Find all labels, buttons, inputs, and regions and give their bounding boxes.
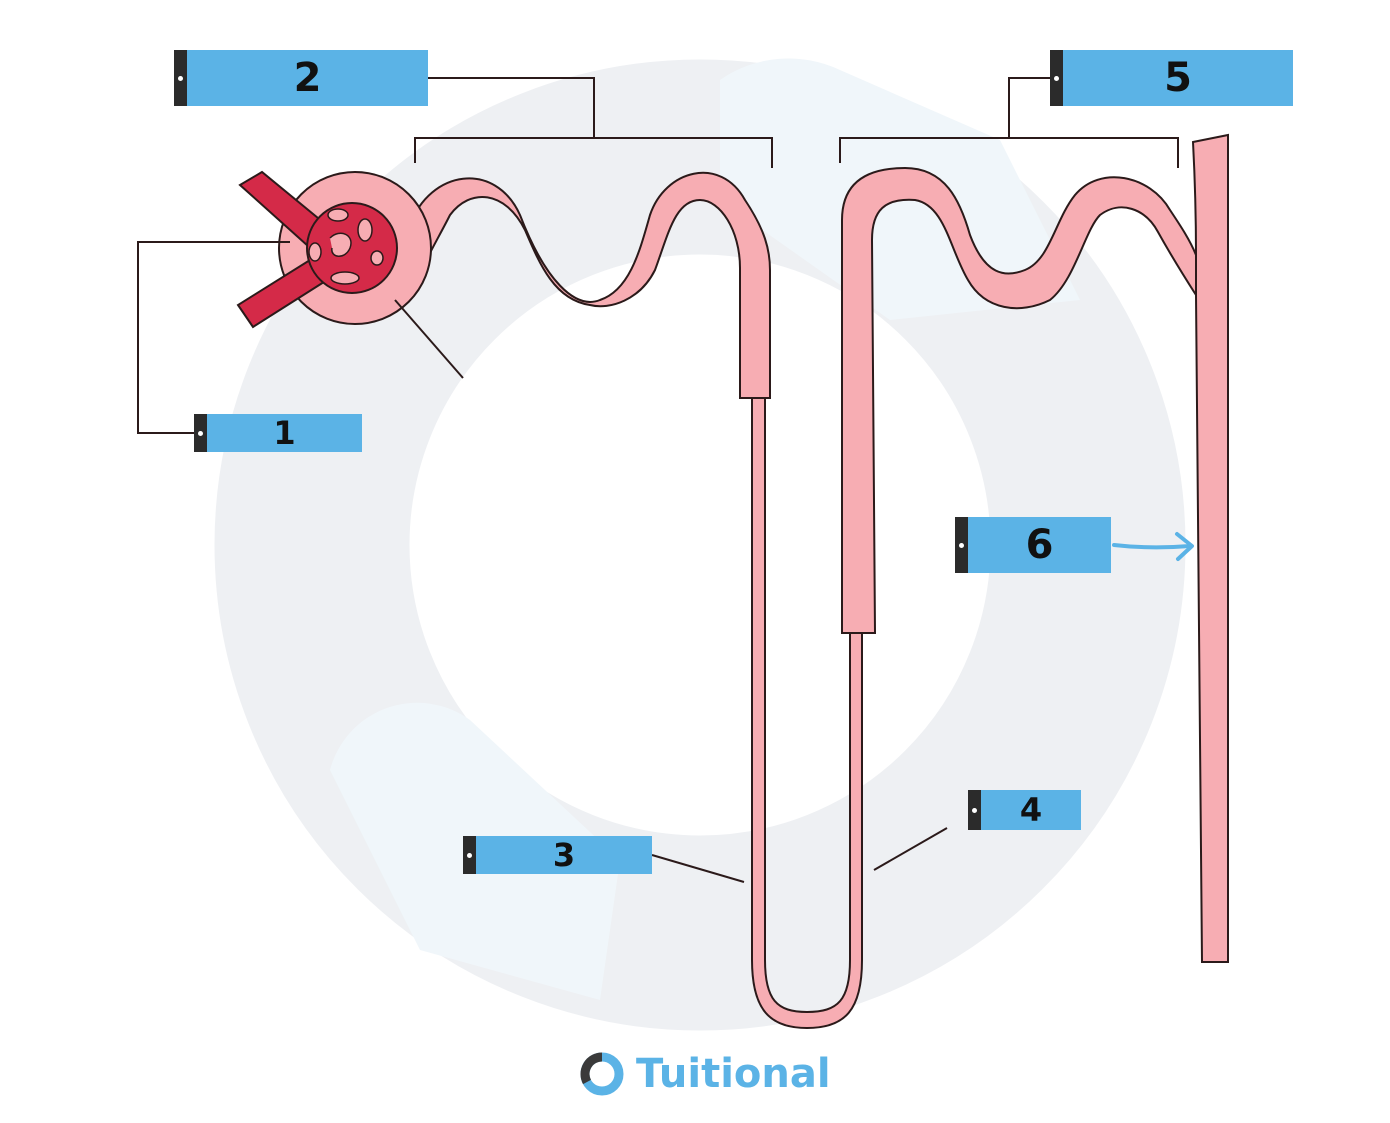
label-text: 3: [552, 836, 576, 874]
brand-logo: Tuitional: [578, 1044, 831, 1104]
label-box-6[interactable]: 6: [955, 517, 1111, 573]
brand-name: Tuitional: [636, 1051, 831, 1097]
label-box-5[interactable]: 5: [1050, 50, 1293, 106]
label-tab: [463, 836, 476, 874]
label-text: 4: [1019, 791, 1043, 829]
label-box-2[interactable]: 2: [174, 50, 428, 106]
brand-ring-icon: [580, 1052, 624, 1096]
label-text: 6: [1025, 522, 1054, 568]
label-text: 1: [273, 414, 296, 452]
collecting-duct: [1191, 133, 1229, 963]
label-text: 2: [293, 55, 322, 101]
leader-lines: [137, 77, 1179, 883]
label-tab: [1050, 50, 1063, 106]
label-tab: [194, 414, 207, 452]
label-tab: [174, 50, 187, 106]
label-box-3[interactable]: 3: [463, 836, 652, 874]
arrow-icon: [1112, 532, 1194, 561]
label-tab: [968, 790, 981, 830]
label-box-1[interactable]: 1: [194, 414, 362, 452]
glomerulus: [306, 202, 398, 294]
label-tab: [955, 517, 968, 573]
label-box-4[interactable]: 4: [968, 790, 1081, 830]
proximal-tubule: [408, 171, 771, 399]
label-text: 5: [1164, 55, 1192, 101]
